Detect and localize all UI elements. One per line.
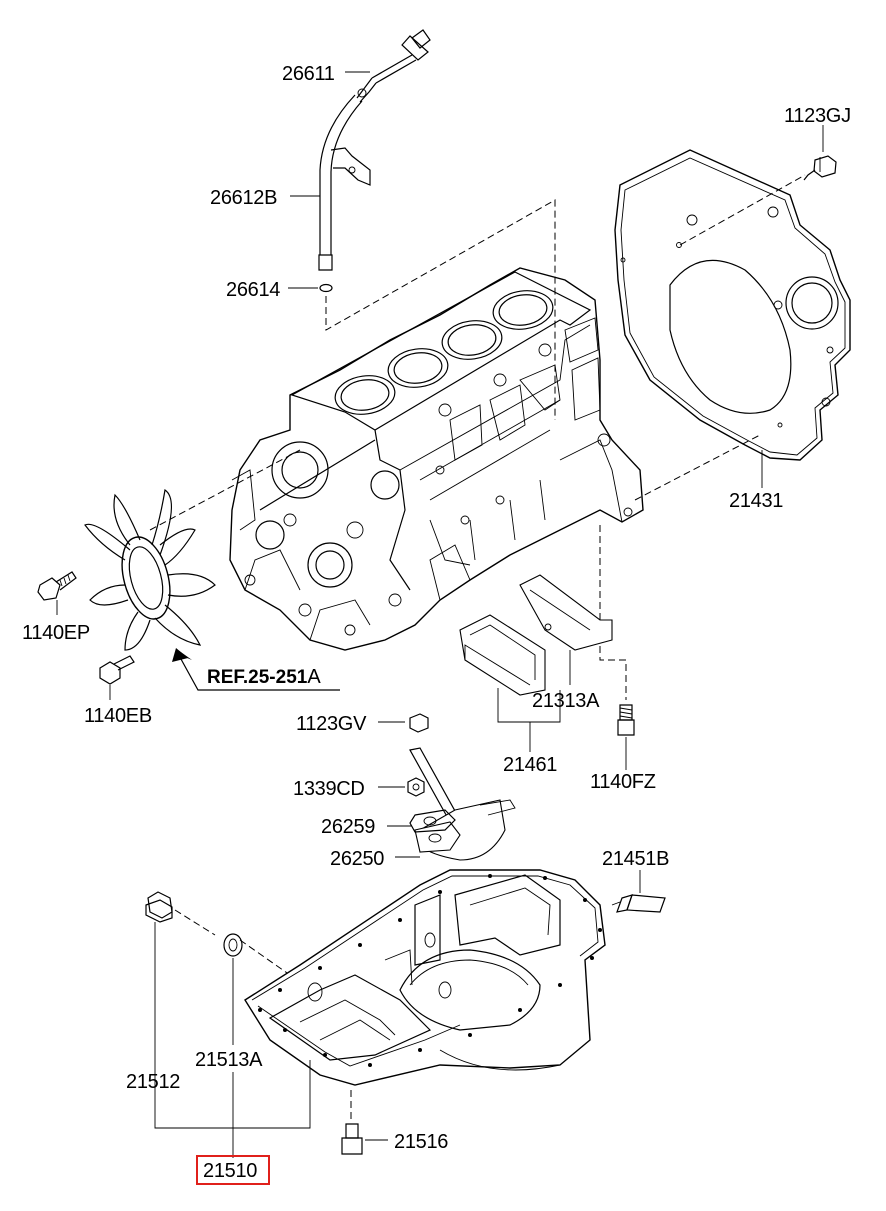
label-26612B: 26612B bbox=[210, 187, 277, 209]
oil-screen-drawing bbox=[409, 747, 516, 861]
label-1339CD: 1339CD bbox=[293, 778, 365, 800]
reference-label: REF.25-251A bbox=[207, 666, 321, 688]
leader-lines bbox=[56, 71, 824, 1158]
label-26250: 26250 bbox=[330, 848, 384, 870]
stiffener-drawing bbox=[459, 614, 546, 696]
label-21451B: 21451B bbox=[602, 848, 669, 870]
drain-plug-drawing bbox=[145, 891, 173, 923]
label-1140EP: 1140EP bbox=[22, 622, 90, 644]
label-21461: 21461 bbox=[503, 754, 557, 776]
bracket-drawing bbox=[519, 574, 613, 651]
oil-pan-drawing bbox=[244, 869, 606, 1086]
label-21431: 21431 bbox=[729, 490, 783, 512]
gasket-drawing bbox=[409, 809, 456, 833]
label-1123GJ: 1123GJ bbox=[784, 105, 851, 127]
alignment-lines bbox=[149, 174, 806, 976]
label-1140EB: 1140EB bbox=[84, 705, 152, 727]
label-26611: 26611 bbox=[282, 63, 335, 85]
label-26259: 26259 bbox=[321, 816, 375, 838]
svg-text:REF.25-251A: REF.25-251A bbox=[207, 666, 321, 688]
part-labels: 26611 26612B 26614 1123GJ 21431 1140EP 1… bbox=[22, 63, 851, 1185]
label-1140FZ: 1140FZ bbox=[590, 771, 656, 793]
sensor-drawing bbox=[611, 894, 666, 913]
nut-drawing bbox=[407, 777, 425, 797]
rear-plate-drawing bbox=[614, 149, 851, 461]
bolt-mid-drawing bbox=[409, 713, 429, 733]
fan-bolt-drawing bbox=[37, 571, 77, 601]
label-21313A: 21313A bbox=[532, 690, 600, 712]
label-21512: 21512 bbox=[126, 1071, 180, 1093]
dipstick-drawing bbox=[356, 29, 431, 103]
engine-block-drawing bbox=[229, 267, 644, 651]
dipstick-guide-drawing bbox=[318, 94, 371, 293]
bolt-bracket-drawing bbox=[617, 704, 635, 736]
ref-arrow bbox=[172, 648, 340, 691]
label-21516: 21516 bbox=[394, 1131, 448, 1153]
label-1123GV: 1123GV bbox=[296, 713, 367, 735]
bolt-top-right-drawing bbox=[803, 155, 837, 181]
reference-suffix: A bbox=[307, 666, 321, 688]
label-21513A: 21513A bbox=[195, 1049, 263, 1071]
label-26614: 26614 bbox=[226, 279, 280, 301]
pan-bolt-drawing bbox=[341, 1090, 363, 1155]
highlight-box bbox=[196, 1155, 270, 1185]
drain-washer-drawing bbox=[223, 933, 243, 957]
fan-drawing bbox=[84, 488, 216, 651]
reference-text: REF.25-251 bbox=[207, 667, 308, 688]
bolt-small-drawing bbox=[99, 655, 135, 685]
label-21510: 21510 bbox=[203, 1160, 257, 1182]
